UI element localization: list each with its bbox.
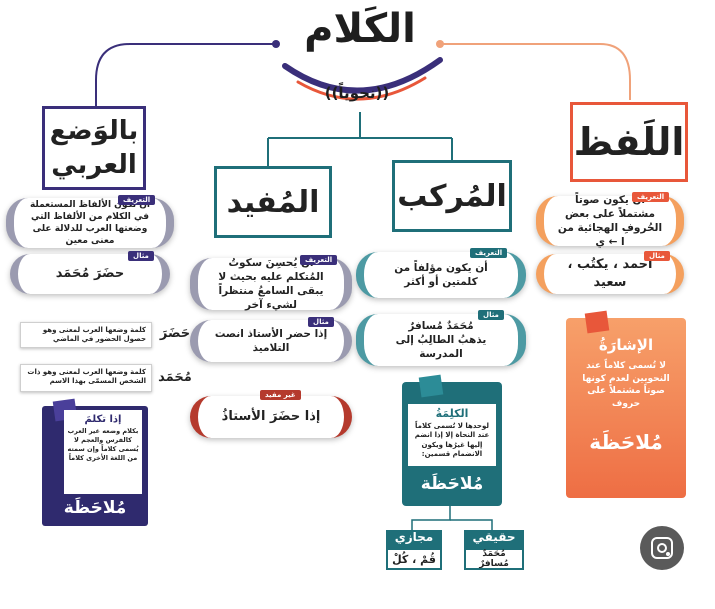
murakkab-title-box: المُركب (392, 160, 512, 232)
lafz-note-panel: الإشارَةُ لا تُسمى كلاماً عند النحويين ل… (566, 310, 686, 498)
lafz-title: اللَفظ (573, 120, 685, 164)
sticky-note-icon (584, 310, 610, 334)
murakkab-def-tag: التعريف (470, 248, 508, 258)
wadaa-example: حضَرَ مُحَمَد (55, 266, 125, 282)
type-haqiqi-label: حقيقي (464, 530, 524, 548)
murakkab-type-haqiqi: حقيقي مُحَمَدٌ مُسافرٌ (464, 530, 524, 570)
wadaa-word-1: حَضَرَ (159, 326, 191, 341)
mufeed-example-card: إذا حضر الأستاذ انصت التلاميذ (190, 320, 352, 362)
wadaa-note-text: بكلام وضعه غير العرب كالفرس والعجم لا يُ… (67, 427, 139, 463)
type-majazi-label: مجازي (386, 530, 442, 548)
wadaa-word-2-meaning: كلمة وضعها العرب لمعنى وهو ذات الشخص الم… (27, 368, 146, 386)
wadaa-word-1-meaning: كلمة وضعها العرب لمعنى وهو حصول الحضور ف… (42, 326, 146, 344)
lafz-definition: أن يكون صوتاً مشتملاً على بعض الحُروفِ ا… (557, 193, 663, 249)
mufeed-title: المُفيد (226, 184, 320, 220)
lafz-title-box: اللَفظ (570, 102, 688, 182)
mufeed-counter-example: إذا حضَرَ الأستاذُ (221, 409, 321, 425)
mufeed-counter-card: إذا حضَرَ الأستاذُ (190, 396, 352, 438)
lafz-example-card: أحمد ، يكتُب ، سعيد (536, 254, 684, 294)
lafz-def-tag: التعريف (632, 192, 670, 202)
murakkab-note-panel: الكلِمَةُ لوحدها لا تُسمى كلاماً عند الن… (402, 374, 502, 506)
murakkab-note-inner: الكلِمَةُ لوحدها لا تُسمى كلاماً عند الن… (408, 404, 496, 466)
mufeed-definition-card: أن يُحسِنَ سكوتُ المُتكلم عليه بحيث لا ي… (190, 256, 352, 312)
type-majazi-example: قُمْ ، كُلْ (386, 548, 442, 570)
wadaa-word-2: مُحَمَد (158, 370, 192, 385)
murakkab-example-card: مُحَمَدٌ مُسافرٌ يذهبُ الطالِبُ إلى المد… (356, 314, 526, 366)
lafz-note-title: الإشارَةُ (598, 336, 654, 354)
wadaa-note-panel: إذا تكلمَ بكلام وضعه غير العرب كالفرس وا… (42, 398, 148, 526)
murakkab-type-majazi: مجازي قُمْ ، كُلْ (386, 530, 442, 570)
murakkab-note-text: لوحدها لا تُسمى كلاماً عند النحاة إلا إذ… (414, 421, 490, 459)
lafz-example: أحمد ، يكتُب ، سعيد (567, 257, 653, 290)
wadaa-word-card-1: كلمة وضعها العرب لمعنى وهو حصول الحضور ف… (20, 322, 152, 348)
murakkab-example-line1: مُحَمَدٌ مُسافرٌ (408, 319, 474, 332)
mufeed-title-box: المُفيد (214, 166, 332, 238)
type-haqiqi-example: مُحَمَدٌ مُسافرٌ (464, 548, 524, 570)
murakkab-note-label: مُلاحَظَة (420, 474, 484, 494)
wadaa-example-tag: مثال (128, 251, 154, 261)
lens-search-icon[interactable] (640, 526, 684, 570)
wadaa-title-line1: بالوَضع (49, 116, 139, 146)
murakkab-note-title: الكلِمَةُ (435, 407, 469, 420)
lafz-note-text: لا تُسمى كلاماً عند النحويين لعدم كونها … (582, 361, 670, 409)
wadaa-note-title: إذا تكلمَ (84, 414, 122, 425)
mufeed-example-tag: مثال (308, 317, 334, 327)
subtitle: ((نحوياً)) (324, 84, 390, 102)
wadaa-title-line2: العربي (51, 150, 137, 180)
wadaa-word-card-2: كلمة وضعها العرب لمعنى وهو ذات الشخص الم… (20, 364, 152, 392)
mufeed-def-tag: التعريف (300, 255, 338, 265)
sticky-note-icon (418, 374, 444, 398)
wadaa-definition: أن تكون الألفاظ المستعملة في الكلام من ا… (29, 199, 151, 247)
main-title: الكَلام (304, 6, 416, 52)
wadaa-note-inner: إذا تكلمَ بكلام وضعه غير العرب كالفرس وا… (64, 410, 142, 494)
wadaa-def-tag: التعريف (118, 195, 156, 205)
wadaa-title-box: بالوَضع العربي (42, 106, 146, 190)
lafz-note-label: مُلاحَظَة (589, 430, 663, 455)
murakkab-definition: أن يكون مؤلفاً من كلمتين أو أكثر (394, 261, 488, 288)
murakkab-example-tag: مثال (478, 310, 504, 320)
mufeed-counter-tag: غير مفيد (260, 390, 301, 400)
mufeed-example: إذا حضر الأستاذ انصت التلاميذ (214, 327, 328, 354)
mufeed-definition: أن يُحسِنَ سكوتُ المُتكلم عليه بحيث لا ي… (218, 256, 324, 312)
lafz-definition-card: أن يكون صوتاً مشتملاً على بعض الحُروفِ ا… (536, 194, 684, 248)
lafz-example-tag: مثال (644, 251, 670, 261)
murakkab-title: المُركب (397, 178, 507, 214)
wadaa-note-label: مُلاحَظَة (63, 498, 127, 518)
lens-icon-glyph (651, 537, 673, 559)
wadaa-definition-card: أن تكون الألفاظ المستعملة في الكلام من ا… (6, 198, 174, 248)
murakkab-example-line2: يذهبُ الطالِبُ إلى المدرسة (395, 333, 487, 361)
murakkab-definition-card: أن يكون مؤلفاً من كلمتين أو أكثر (356, 252, 526, 298)
